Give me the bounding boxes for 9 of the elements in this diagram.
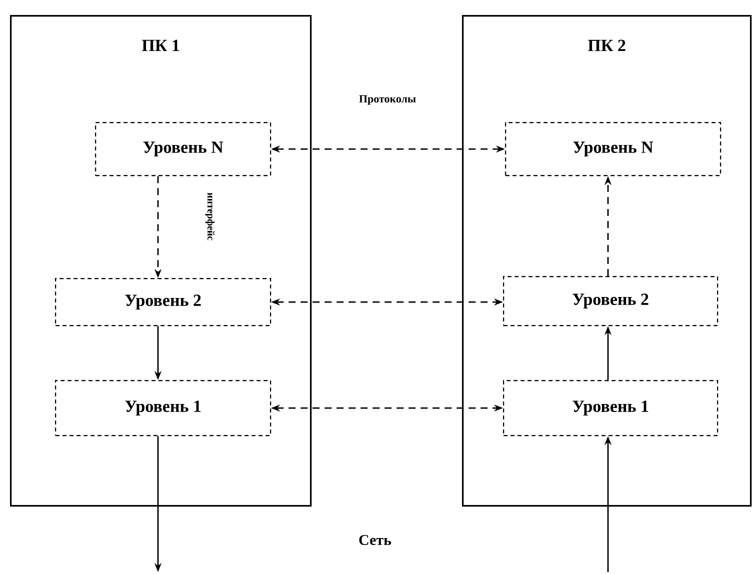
layer-box: Уровень 2 — [55, 278, 272, 326]
layer-box: Уровень 1 — [503, 380, 718, 436]
layer-box: Уровень N — [95, 122, 272, 176]
layer-box: Уровень N — [505, 122, 722, 176]
layer-box: Уровень 1 — [55, 380, 272, 436]
network-label: Сеть — [359, 534, 392, 546]
edge-label: Протоколы — [359, 95, 416, 105]
layer-box: Уровень 2 — [503, 276, 718, 326]
edge-label: интерфейс — [205, 192, 215, 240]
